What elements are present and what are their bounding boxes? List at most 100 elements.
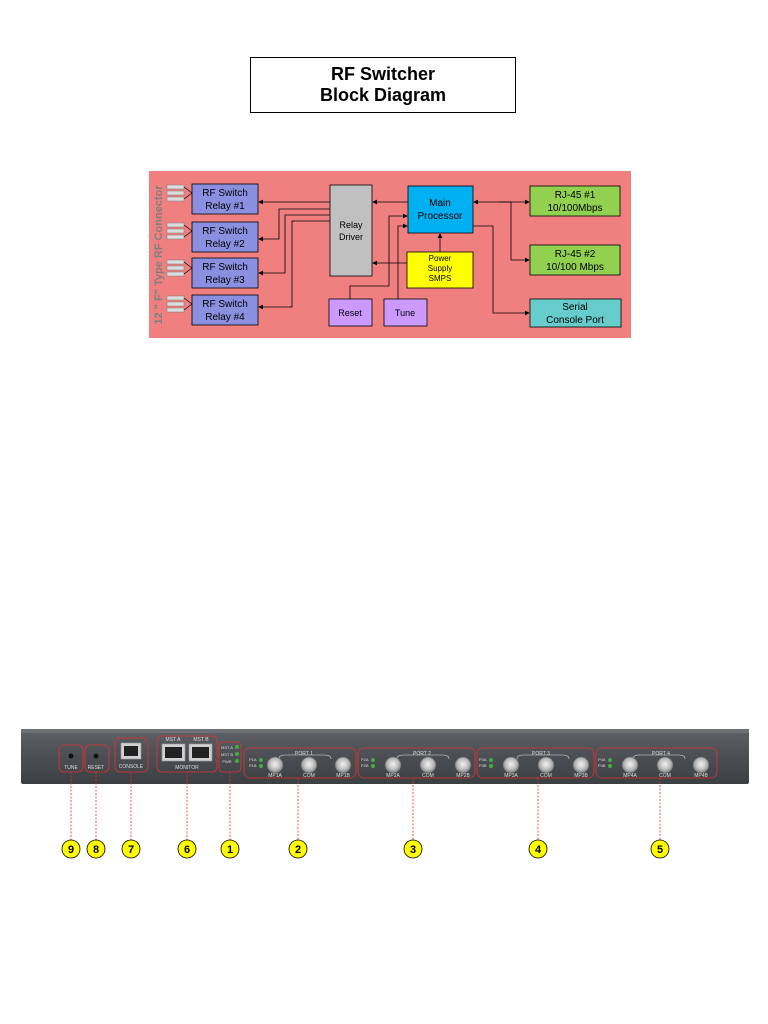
power-line3: SMPS: [429, 274, 452, 283]
port-2-led-b: P2B: [361, 763, 369, 768]
rj45-1-line2: 10/100Mbps: [547, 203, 602, 214]
power-line1: Power: [429, 254, 452, 263]
relay-3: RF Switch Relay #3: [191, 257, 259, 289]
monitor-panel-label: MONITOR: [175, 765, 199, 771]
port-2-conn-com: COM: [422, 773, 434, 779]
panel-top-edge: [21, 729, 749, 733]
port-1-conn-com: COM: [303, 773, 315, 779]
led-label-mst-b: MST B: [221, 752, 233, 757]
processor-line1: Main: [429, 198, 451, 209]
callout-8-text: 8: [93, 844, 99, 856]
callout-6-text: 6: [184, 844, 190, 856]
relay-1: RF Switch Relay #1: [191, 183, 259, 215]
relay-driver-line2: Driver: [339, 232, 363, 242]
port-2: PORT 2 P2A P2B MP2A COM MP2B: [357, 747, 476, 779]
callout-6: 6: [177, 839, 197, 859]
rj45-1-line1: RJ-45 #1: [555, 190, 596, 201]
relay-2: RF Switch Relay #2: [191, 221, 259, 253]
callout-7-text: 7: [128, 844, 134, 856]
port-4-label: PORT 4: [652, 751, 670, 757]
led-label-pwr: PWR: [222, 759, 231, 764]
processor-line2: Processor: [417, 211, 463, 222]
callout-5: 5: [650, 839, 670, 859]
callout-4: 4: [528, 839, 548, 859]
port-1-conn-b: MP1B: [336, 773, 350, 779]
rj45-2-line2: 10/100 Mbps: [546, 262, 604, 273]
relay-1-line2: Relay #1: [205, 201, 245, 212]
callout-2: 2: [288, 839, 308, 859]
port-3-conn-a: MP3A: [504, 773, 518, 779]
title-line-1: RF Switcher: [330, 64, 436, 84]
port-1: PORT 1 P1A P1B MP1A COM MP1B: [243, 747, 357, 779]
tune-label: Tune: [395, 308, 415, 318]
port-3: PORT 3 P3A P3B MP3A COM MP3B: [476, 747, 595, 779]
port-4-conn-b: MP4B: [694, 773, 708, 779]
port-3-conn-com: COM: [540, 773, 552, 779]
callout-1: 1: [220, 839, 240, 859]
port-1-led-b: P1B: [249, 763, 257, 768]
port-2-led-a: P2A: [361, 757, 369, 762]
port-2-conn-b: MP2B: [456, 773, 470, 779]
relay-2-line1: RF Switch: [202, 226, 248, 237]
rj45-2: RJ-45 #2 10/100 Mbps: [529, 244, 621, 276]
panel-face: [21, 729, 749, 784]
tune-block: Tune: [383, 298, 428, 327]
port-4-conn-a: MP4A: [623, 773, 637, 779]
tune-panel-label: TUNE: [64, 765, 78, 771]
port-4-led-a: P4A: [598, 757, 606, 762]
port-4-led-b: P4B: [598, 763, 606, 768]
callout-9: 9: [61, 839, 81, 859]
console-panel-label: CONSOLE: [119, 764, 144, 770]
port-3-conn-b: MP3B: [574, 773, 588, 779]
port-1-conn-a: MP1A: [268, 773, 282, 779]
port-4-conn-com: COM: [659, 773, 671, 779]
port-3-led-a: P3A: [479, 757, 487, 762]
callout-3-text: 3: [410, 844, 416, 856]
port-3-led-b: P3B: [479, 763, 487, 768]
port-4: PORT 4 P4A P4B MP4A COM MP4B: [595, 747, 718, 779]
rf-connectors: [166, 184, 193, 313]
callout-8: 8: [86, 839, 106, 859]
monitor-ports: MST A MST B MONITOR: [156, 735, 218, 773]
reset-panel-label: RESET: [88, 765, 105, 771]
port-2-conn-a: MP2A: [386, 773, 400, 779]
relay-driver-line1: Relay: [339, 220, 363, 230]
relay-driver: Relay Driver: [329, 184, 373, 277]
callout-2-text: 2: [295, 844, 301, 856]
reset-label: Reset: [338, 308, 362, 318]
status-leds: MST A MST B PWR: [218, 741, 242, 773]
power-supply: Power Supply SMPS: [406, 251, 474, 289]
front-panel: TUNE RESET CONSOLE MST A MST B MONITOR M…: [21, 729, 749, 859]
callout-1-text: 1: [227, 844, 233, 856]
callout-7: 7: [121, 839, 141, 859]
callout-4-text: 4: [535, 844, 542, 856]
callout-9-text: 9: [68, 844, 74, 856]
mst-a-panel-label: MST A: [166, 737, 182, 743]
console-port: CONSOLE: [114, 737, 149, 773]
main-processor: Main Processor: [407, 185, 474, 234]
mst-b-panel-label: MST B: [193, 737, 209, 743]
relay-4-line2: Relay #4: [205, 312, 245, 323]
rj45-1: RJ-45 #1 10/100Mbps: [529, 185, 621, 217]
port-3-label: PORT 3: [532, 751, 550, 757]
connection-lines: [258, 199, 530, 316]
relay-3-line2: Relay #3: [205, 275, 245, 286]
relay-4-line1: RF Switch: [202, 299, 248, 310]
reset-hole: RESET: [84, 744, 110, 773]
serial-line1: Serial: [562, 302, 588, 313]
relay-3-line1: RF Switch: [202, 262, 248, 273]
led-label-mst-a: MST A: [221, 745, 233, 750]
diagram-title: RF Switcher Block Diagram: [250, 57, 516, 113]
connector-label: 12 " F" Type RF Connector: [153, 185, 165, 325]
port-1-label: PORT 1: [295, 751, 313, 757]
title-line-2: Block Diagram: [319, 85, 447, 105]
block-diagram: 12 " F" Type RF Connector: [149, 171, 631, 338]
power-line2: Supply: [428, 264, 452, 273]
serial-console: Serial Console Port: [529, 298, 622, 328]
callout-3: 3: [403, 839, 423, 859]
relay-1-line1: RF Switch: [202, 188, 248, 199]
relay-4: RF Switch Relay #4: [191, 294, 259, 326]
port-1-led-a: P1A: [249, 757, 257, 762]
callout-arrows: [70, 772, 661, 840]
rj45-2-line1: RJ-45 #2: [555, 249, 596, 260]
